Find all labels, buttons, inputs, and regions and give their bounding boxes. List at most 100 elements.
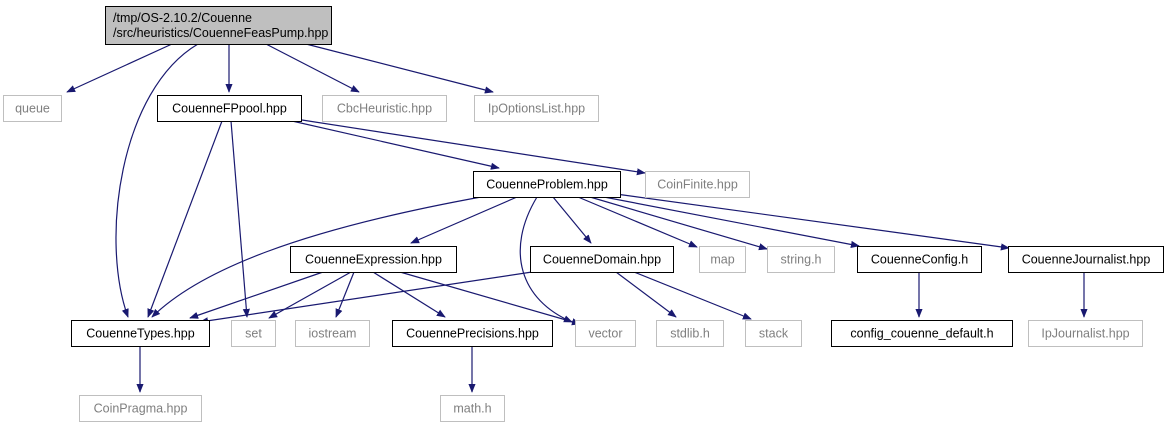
edge-fppool-to-coinfinite bbox=[301, 119, 646, 176]
node-journalist[interactable]: CouenneJournalist.hpp bbox=[1008, 246, 1164, 273]
node-label-stdlib: stdlib.h bbox=[670, 327, 710, 341]
node-set: set bbox=[231, 320, 276, 347]
node-root[interactable]: /tmp/OS-2.10.2/Couenne/src/heuristics/Co… bbox=[105, 6, 332, 45]
node-box-journalist bbox=[1008, 246, 1164, 273]
node-queue: queue bbox=[3, 95, 62, 122]
edge-expression-to-vector bbox=[399, 271, 581, 326]
node-label-map: map bbox=[710, 253, 734, 267]
edges-layer bbox=[66, 43, 1088, 393]
edge-fppool-to-types bbox=[147, 120, 223, 318]
node-label-queue: queue bbox=[15, 102, 50, 116]
node-box-coinfinite bbox=[645, 171, 750, 198]
node-label-mathh: math.h bbox=[453, 402, 491, 416]
node-label-root-line-2: /src/heuristics/CouenneFeasPump.hpp bbox=[113, 26, 328, 40]
node-box-precisions bbox=[392, 320, 553, 347]
edge-problem-to-vector bbox=[519, 196, 573, 323]
node-box-set bbox=[231, 320, 276, 347]
node-box-expression bbox=[290, 246, 457, 273]
node-label-expression: CouenneExpression.hpp bbox=[305, 253, 442, 267]
node-mathh: math.h bbox=[440, 395, 505, 422]
node-label-problem: CouenneProblem.hpp bbox=[486, 178, 608, 192]
node-box-vector bbox=[575, 320, 636, 347]
node-label-ipoptlist: IpOptionsList.hpp bbox=[488, 102, 585, 116]
edge-expression-to-iostream bbox=[335, 271, 355, 318]
edge-expression-to-set bbox=[268, 271, 352, 319]
node-label-vector: vector bbox=[588, 327, 622, 341]
nodes-layer: /tmp/OS-2.10.2/Couenne/src/heuristics/Co… bbox=[3, 6, 1164, 422]
node-label-domain: CouenneDomain.hpp bbox=[543, 253, 661, 267]
node-label-types: CouenneTypes.hpp bbox=[86, 327, 194, 341]
node-label-config: CouenneConfig.h bbox=[871, 253, 968, 267]
node-label-stringh: string.h bbox=[781, 253, 822, 267]
edge-domain-to-types bbox=[199, 271, 533, 325]
node-box-ipoptlist bbox=[474, 95, 599, 122]
node-stack: stack bbox=[745, 320, 802, 347]
node-box-queue bbox=[3, 95, 62, 122]
node-box-cbcheur bbox=[322, 95, 447, 122]
node-stringh: string.h bbox=[767, 246, 835, 273]
edge-problem-to-stringh bbox=[589, 196, 768, 251]
node-label-set: set bbox=[245, 327, 262, 341]
node-box-fppool bbox=[157, 95, 302, 122]
edge-fppool-to-set bbox=[230, 120, 250, 318]
edge-root-to-queue bbox=[66, 43, 173, 93]
node-box-configdefault bbox=[831, 320, 1013, 347]
edge-fppool-to-problem bbox=[291, 120, 500, 170]
node-box-stack bbox=[745, 320, 802, 347]
edge-problem-to-map bbox=[577, 196, 698, 248]
node-box-problem bbox=[473, 171, 621, 198]
node-label-configdefault: config_couenne_default.h bbox=[850, 327, 993, 341]
node-label-coinfinite: CoinFinite.hpp bbox=[657, 178, 738, 192]
node-label-coinpragma: CoinPragma.hpp bbox=[94, 402, 188, 416]
node-label-root-line-1: /tmp/OS-2.10.2/Couenne bbox=[113, 11, 252, 25]
node-box-stdlib bbox=[656, 320, 724, 347]
edge-root-to-ipoptlist bbox=[305, 43, 494, 94]
edge-root-to-types bbox=[115, 43, 199, 318]
node-ipjournalist: IpJournalist.hpp bbox=[1028, 320, 1143, 347]
node-box-coinpragma bbox=[79, 395, 202, 422]
edge-problem-to-types bbox=[151, 196, 482, 318]
node-box-ipjournalist bbox=[1028, 320, 1143, 347]
edge-problem-to-domain bbox=[552, 196, 592, 244]
node-types[interactable]: CouenneTypes.hpp bbox=[71, 320, 210, 347]
edge-problem-to-journalist bbox=[615, 193, 1010, 251]
node-coinpragma: CoinPragma.hpp bbox=[79, 395, 202, 422]
edge-problem-to-expression bbox=[410, 196, 518, 244]
node-label-precisions: CouennePrecisions.hpp bbox=[406, 327, 539, 341]
node-box-iostream bbox=[295, 320, 370, 347]
node-label-ipjournalist: IpJournalist.hpp bbox=[1041, 327, 1129, 341]
node-label-cbcheur: CbcHeuristic.hpp bbox=[337, 102, 432, 116]
node-vector: vector bbox=[575, 320, 636, 347]
node-domain[interactable]: CouenneDomain.hpp bbox=[530, 246, 674, 273]
node-label-stack: stack bbox=[759, 327, 789, 341]
node-label-iostream: iostream bbox=[309, 327, 357, 341]
node-box-root bbox=[105, 6, 332, 45]
edge-problem-to-config bbox=[603, 196, 860, 249]
node-box-stringh bbox=[767, 246, 835, 273]
node-stdlib: stdlib.h bbox=[656, 320, 724, 347]
node-problem[interactable]: CouenneProblem.hpp bbox=[473, 171, 621, 198]
node-box-types bbox=[71, 320, 210, 347]
node-precisions[interactable]: CouennePrecisions.hpp bbox=[392, 320, 553, 347]
node-fppool[interactable]: CouenneFPpool.hpp bbox=[157, 95, 302, 122]
node-box-mathh bbox=[440, 395, 505, 422]
edge-domain-to-stdlib bbox=[615, 271, 677, 318]
node-config[interactable]: CouenneConfig.h bbox=[857, 246, 982, 273]
node-coinfinite: CoinFinite.hpp bbox=[645, 171, 750, 198]
node-box-config bbox=[857, 246, 982, 273]
edge-expression-to-types bbox=[189, 271, 324, 319]
node-box-map bbox=[699, 246, 746, 273]
edge-domain-to-stack bbox=[633, 271, 752, 320]
node-box-domain bbox=[530, 246, 674, 273]
node-iostream: iostream bbox=[295, 320, 370, 347]
node-expression[interactable]: CouenneExpression.hpp bbox=[290, 246, 457, 273]
edge-root-to-cbcheur bbox=[265, 43, 360, 93]
node-label-fppool: CouenneFPpool.hpp bbox=[172, 102, 287, 116]
edge-expression-to-precisions bbox=[372, 271, 446, 318]
node-configdefault[interactable]: config_couenne_default.h bbox=[831, 320, 1013, 347]
node-map: map bbox=[699, 246, 746, 273]
node-ipoptlist: IpOptionsList.hpp bbox=[474, 95, 599, 122]
node-cbcheur: CbcHeuristic.hpp bbox=[322, 95, 447, 122]
node-label-journalist: CouenneJournalist.hpp bbox=[1022, 253, 1151, 267]
